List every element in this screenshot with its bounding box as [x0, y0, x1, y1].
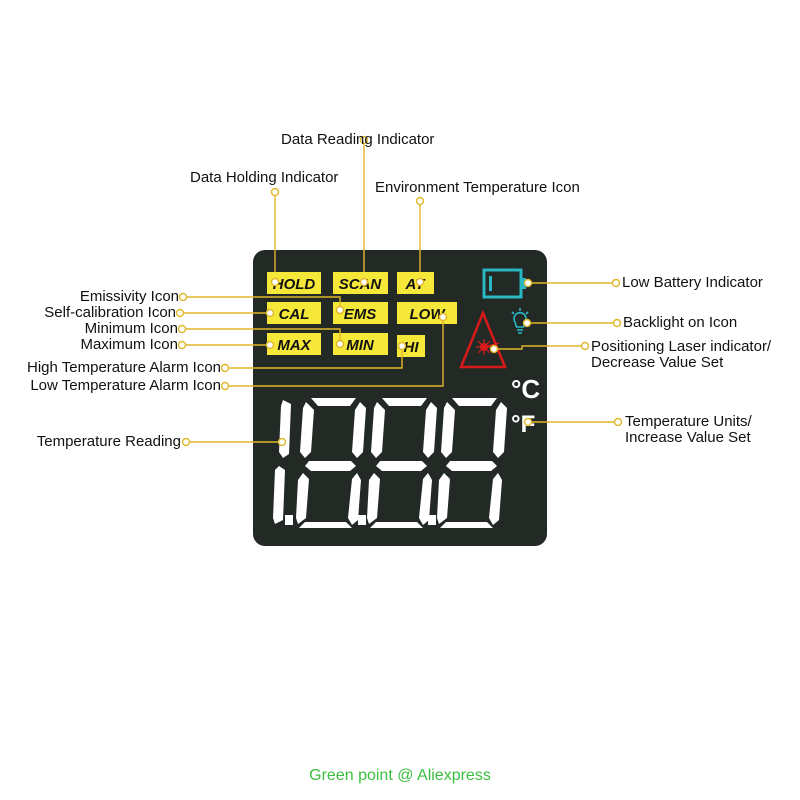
- label-data-holding: Data Holding Indicator: [190, 169, 339, 186]
- icon-low-text: LOW: [410, 306, 447, 323]
- label-units-line1: Temperature Units/: [625, 413, 752, 430]
- label-units-line2: Increase Value Set: [625, 429, 751, 446]
- label-maximum: Maximum Icon: [80, 336, 178, 353]
- laser-warning-icon: [459, 309, 507, 369]
- label-laser-line1: Positioning Laser indicator/: [591, 338, 772, 355]
- label-temp-reading: Temperature Reading: [36, 433, 181, 450]
- label-environment-temp: Environment Temperature Icon: [375, 179, 580, 196]
- icon-min: MIN: [333, 333, 388, 355]
- icon-cal-text: CAL: [279, 306, 310, 323]
- icon-ems-text: EMS: [344, 306, 377, 323]
- icon-cal: CAL: [267, 302, 321, 324]
- icon-at: AT: [397, 272, 434, 294]
- label-laser-line2: Decrease Value Set: [591, 354, 724, 371]
- icon-hold-text: HOLD: [273, 276, 316, 293]
- icon-hold: HOLD: [267, 272, 321, 294]
- battery-icon: [482, 268, 526, 299]
- label-emissivity: Emissivity Icon: [79, 288, 179, 305]
- icon-min-text: MIN: [346, 337, 375, 354]
- label-low-alarm: Low Temperature Alarm Icon: [30, 377, 221, 394]
- icon-max: MAX: [267, 333, 321, 355]
- icon-ems: EMS: [333, 302, 388, 324]
- icon-hi: HI: [397, 335, 425, 357]
- icon-low: LOW: [397, 302, 457, 324]
- label-high-alarm: High Temperature Alarm Icon: [27, 359, 221, 376]
- leader-dots: [175, 135, 623, 447]
- leader-lines: [184, 140, 618, 443]
- label-self-calibration: Self-calibration Icon: [44, 304, 176, 321]
- unit-celsius: °C: [511, 374, 540, 404]
- label-low-battery: Low Battery Indicator: [622, 274, 763, 291]
- label-backlight: Backlight on Icon: [623, 314, 738, 331]
- icon-scan-text: SCAN: [339, 276, 383, 293]
- watermark: Green point @ Aliexpress: [309, 767, 491, 784]
- label-minimum: Minimum Icon: [84, 320, 178, 337]
- label-data-reading: Data Reading Indicator: [281, 131, 435, 148]
- unit-fahrenheit: °F: [511, 411, 535, 438]
- temperature-digits: [273, 398, 507, 528]
- icon-max-text: MAX: [277, 337, 311, 354]
- icon-hi-text: HI: [404, 339, 420, 356]
